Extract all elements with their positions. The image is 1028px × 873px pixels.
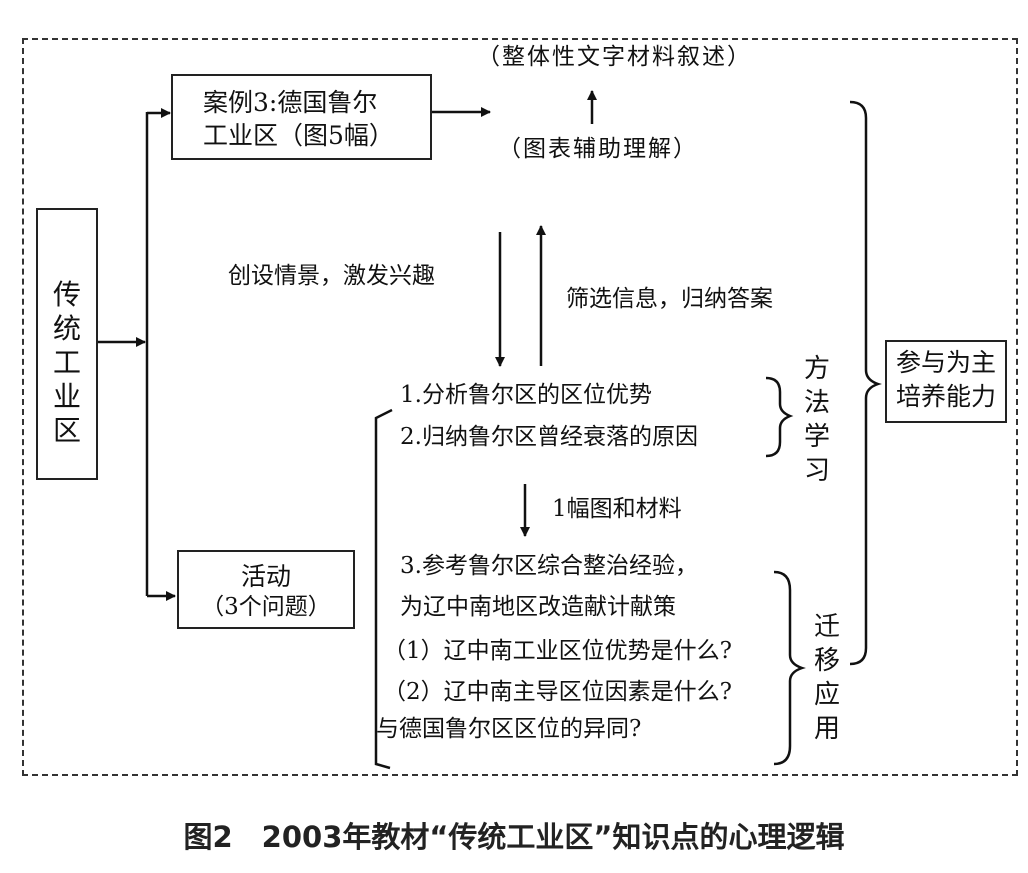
participation-line1: 参与为主: [895, 348, 996, 377]
activity-box: 活动 （3个问题）: [177, 550, 355, 629]
sub-question-2: （2）辽中南主导区位因素是什么?: [383, 679, 732, 705]
question-3-line2: 为辽中南地区改造献计献策: [400, 594, 676, 620]
right-brace: [849, 100, 882, 666]
question-3-line1: 3.参考鲁尔区综合整治经验，: [400, 553, 698, 579]
transfer-label: 迁移应用: [813, 612, 840, 744]
figure-caption: 图2 2003年教材“传统工业区”知识点的心理逻辑: [183, 820, 845, 854]
materials-label: 1幅图和材料: [552, 496, 682, 522]
case-box: 案例3:德国鲁尔 工业区（图5幅）: [171, 74, 432, 160]
question-2: 2.归纳鲁尔区曾经衰落的原因: [400, 424, 698, 450]
sub-question-1: （1）辽中南工业区位优势是什么?: [383, 638, 732, 664]
traditional-industry-label: 传统工业区: [52, 278, 81, 447]
activity-line1: 活动: [240, 562, 291, 591]
case-line2: 工业区（图5幅）: [203, 121, 394, 150]
overall-text: （整体性文字材料叙述）: [477, 44, 752, 70]
method-label: 方法学习: [803, 354, 830, 486]
question-1: 1.分析鲁尔区的区位优势: [400, 382, 652, 408]
scenario-label: 创设情景，激发兴趣: [228, 263, 435, 289]
charts-text: （图表辅助理解）: [498, 136, 698, 162]
traditional-industry-box: 传统工业区: [36, 208, 98, 480]
left-bracket: [374, 408, 393, 770]
sub-question-2-cont: 与德国鲁尔区区位的异同?: [376, 716, 642, 742]
case-line1: 案例3:德国鲁尔: [203, 88, 378, 117]
diagram-frame: [22, 38, 1018, 776]
method-bracket: [765, 376, 794, 458]
participation-box: 参与为主 培养能力: [885, 340, 1007, 423]
answer-label: 筛选信息，归纳答案: [566, 286, 773, 312]
transfer-bracket: [773, 570, 806, 766]
participation-line2: 培养能力: [895, 382, 996, 411]
activity-line2: （3个问题）: [201, 594, 331, 620]
